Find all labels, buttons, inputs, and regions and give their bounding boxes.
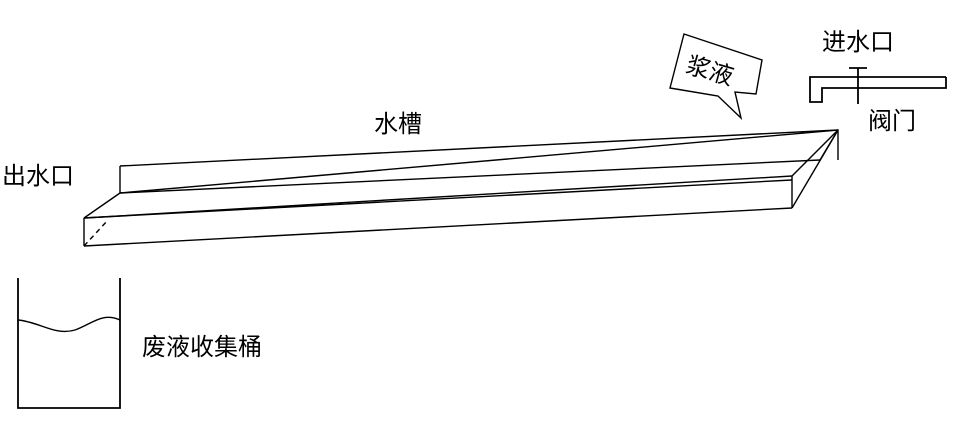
inlet-pipe-outline [809, 76, 947, 103]
trough-front-top-edge [83, 175, 793, 219]
slurry-callout-bubble [669, 33, 763, 121]
bucket-liquid-surface [17, 316, 121, 333]
inlet-pipe [809, 67, 947, 104]
trough-label: 水槽 [374, 110, 422, 138]
trough-hidden-edge [83, 219, 109, 247]
trough-back-wall [119, 129, 839, 194]
trough-bottom-back-edge [119, 159, 821, 194]
outlet-label: 出水口 [2, 162, 74, 190]
trough-right-back-vertical [819, 129, 839, 161]
valve-label: 阀门 [868, 107, 916, 135]
water-trough [83, 129, 839, 247]
trough-right-end-top [791, 129, 839, 177]
slurry-label: 浆液 [683, 51, 737, 91]
waste-bucket [17, 278, 121, 409]
bucket-label: 废液收集桶 [142, 333, 262, 361]
bucket-outline [17, 278, 121, 409]
trough-left-floor-edge [83, 192, 121, 219]
trough-back-wall-top-edge [119, 129, 839, 167]
slurry-callout [669, 33, 763, 121]
trough-front-bottom-edge [83, 207, 793, 247]
inlet-label: 进水口 [822, 28, 894, 56]
